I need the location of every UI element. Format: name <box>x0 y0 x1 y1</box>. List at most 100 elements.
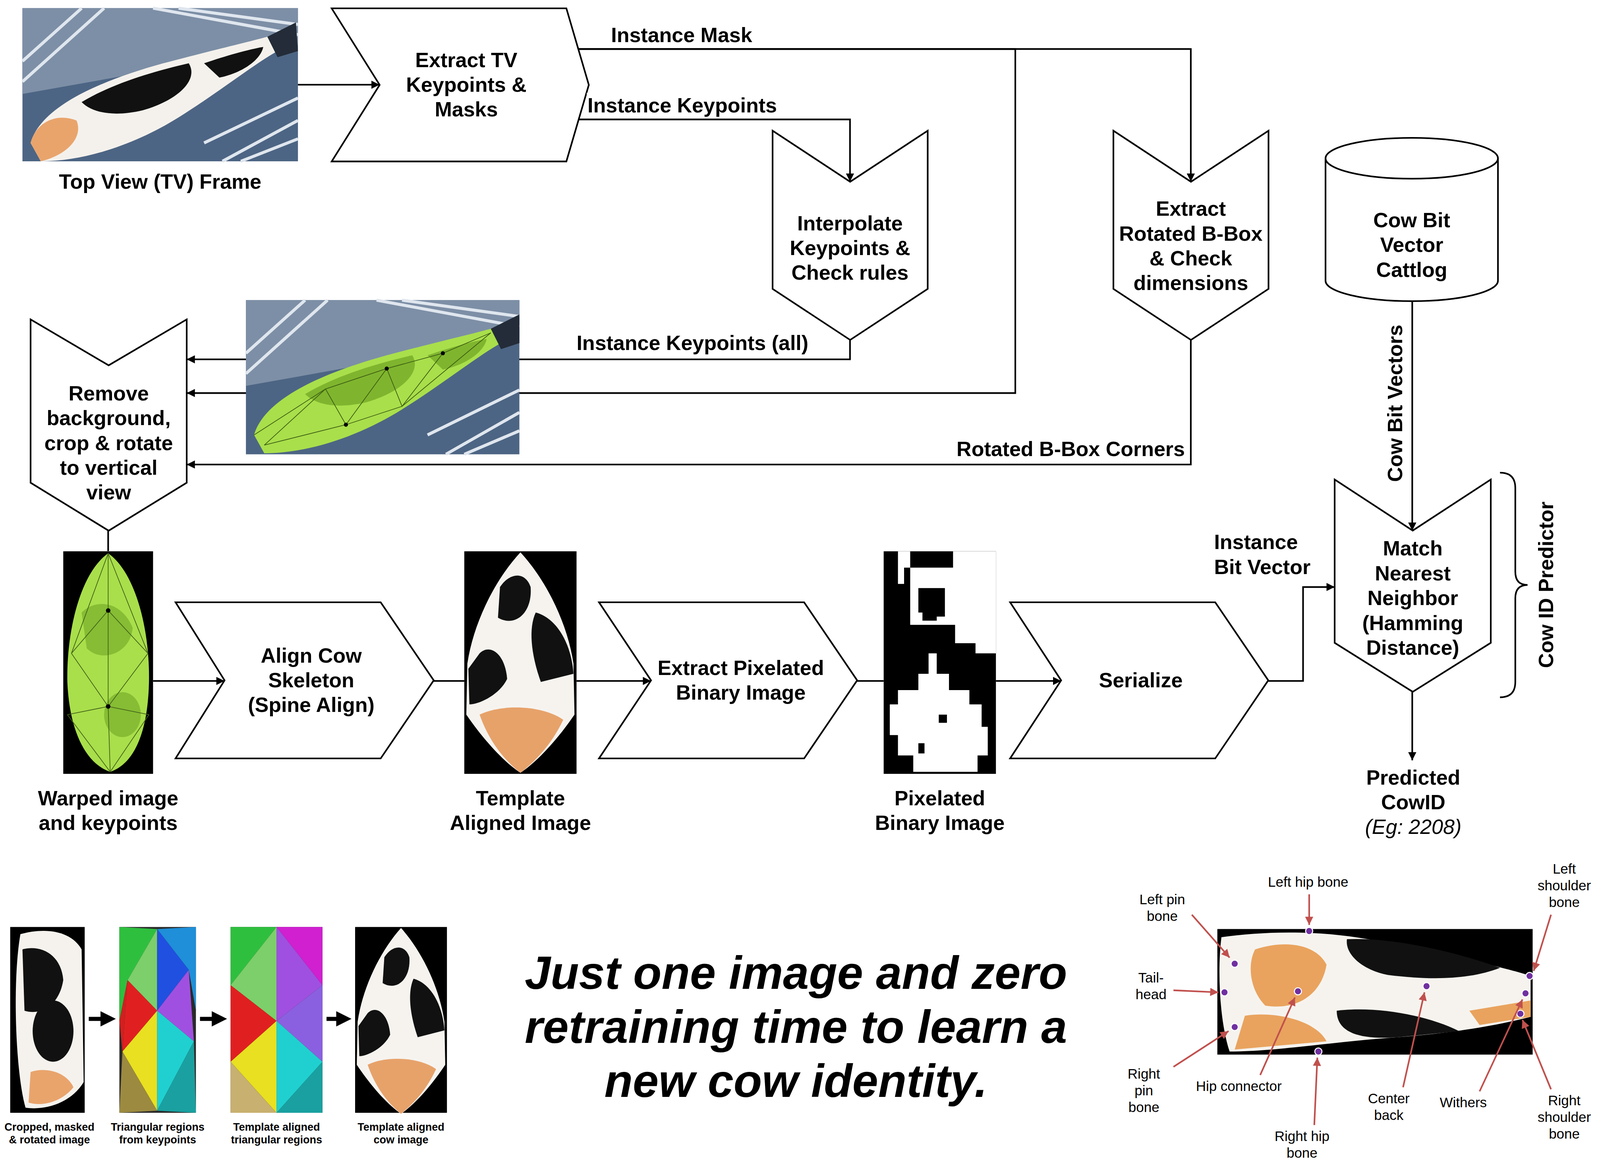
keypoint-cow-image <box>1336 1009 1459 1038</box>
process-chevron-down: Interpolate Keypoints & Check rules <box>772 130 928 341</box>
top-view-photo <box>240 138 298 162</box>
overlay-photo <box>264 332 491 446</box>
triangle-regions-image <box>119 979 128 1052</box>
keypoint-cow-image <box>1230 1023 1239 1031</box>
node-label: Serialize <box>1064 667 1218 693</box>
template-aligned-cow-image <box>355 926 447 1114</box>
chevron-outline <box>175 602 434 759</box>
keypoint-cow-image <box>1221 927 1534 1056</box>
pixelated-binary-image <box>938 714 947 723</box>
keypoint-leader-lines <box>1191 914 1230 958</box>
connector <box>297 83 380 86</box>
template-cow <box>498 575 532 621</box>
connector <box>1411 301 1413 531</box>
process-chevron-down: Remove background, crop & rotate to vert… <box>30 319 187 531</box>
keypoint-label: Left pin bone <box>1134 890 1191 925</box>
node-label: Remove background, crop & rotate to vert… <box>39 380 178 505</box>
cropped-cow-image <box>10 926 86 1113</box>
pixelated-binary-image <box>910 551 996 654</box>
caption-holder: Template aligned cow image <box>351 1120 451 1147</box>
chevron-outline <box>1334 479 1491 692</box>
top-view-photo <box>30 117 79 162</box>
cropped-cow-image <box>15 930 84 1109</box>
image-caption: Pixelated Binary Image <box>863 785 1017 836</box>
keypoint-cow-image <box>1217 927 1534 1056</box>
text-holder: Predicted CowID(Eg: 2208) <box>1341 765 1485 840</box>
template-triangle-regions-image <box>230 1061 277 1113</box>
overlay-photo <box>254 328 502 454</box>
warped-image <box>63 551 153 774</box>
thick-arrow <box>88 1016 109 1021</box>
keypoint-cow-image <box>1526 972 1534 980</box>
text-holder: Remove background, crop & rotate to vert… <box>39 380 178 505</box>
node-label: Align Cow Skeleton (Spine Align) <box>247 643 376 718</box>
template-aligned-cow-image <box>367 1058 437 1114</box>
top-view-photo <box>267 22 298 58</box>
text-holder: Match Nearest Neighbor (Hamming Distance… <box>1358 535 1467 660</box>
template-aligned-image <box>464 551 577 774</box>
overlay-photo <box>254 332 491 446</box>
warped-image <box>81 603 133 656</box>
image-caption: Top View (TV) Frame <box>7 169 314 194</box>
keypoint-label: Withers <box>1427 1093 1500 1111</box>
keypoint-leader-lines <box>1522 1019 1552 1090</box>
template-triangle-regions-image <box>276 1061 323 1113</box>
top-view-photo <box>152 8 298 35</box>
template-triangle-regions-image <box>230 926 323 1113</box>
warped-image <box>67 553 150 772</box>
cylinder-rim <box>1325 158 1498 179</box>
node-label: Match Nearest Neighbor (Hamming Distance… <box>1358 535 1467 660</box>
connector <box>186 48 1016 393</box>
keypoint-cow-image <box>1250 944 1327 1007</box>
triangle-regions-image <box>119 1051 158 1113</box>
shape-outline <box>599 602 858 759</box>
keypoint-cow-image <box>1469 1000 1531 1025</box>
pixelated-binary-image <box>883 551 997 774</box>
warped-image <box>67 714 150 772</box>
overlay-photo <box>440 351 445 356</box>
pixelated-binary-image <box>918 587 945 621</box>
image-node: Warped image and keypoints <box>63 550 153 774</box>
overlay-photo <box>490 314 520 349</box>
overlay-photo <box>384 366 389 371</box>
process-chevron-down: Extract Rotated B-Box & Check dimensions <box>1113 130 1269 341</box>
overlay-photo <box>446 412 520 455</box>
edge-label: Rotated B-Box Corners <box>955 436 1186 462</box>
edge-label: Instance Keypoints (all) <box>575 330 810 356</box>
overlay-photo <box>264 332 491 446</box>
connector <box>576 680 652 682</box>
caption-holder: Template Aligned Image <box>443 785 597 836</box>
caption-holder: Template aligned triangular regions <box>227 1120 327 1147</box>
text-holder: Cow Bit Vector Cattlog <box>1358 207 1465 283</box>
node-label: Predicted CowID <box>1341 765 1485 815</box>
cylinder-body <box>1325 137 1498 302</box>
keypoint-leader-lines <box>1479 999 1523 1092</box>
warped-image <box>106 704 111 709</box>
connector <box>433 680 465 682</box>
connector <box>1268 587 1335 681</box>
template-aligned-cow-image <box>358 1009 391 1057</box>
keypoint-cow-image <box>1230 960 1239 968</box>
top-view-photo <box>178 8 299 25</box>
template-triangle-regions-image <box>230 926 323 1113</box>
keypoint-label: Left hip bone <box>1257 873 1360 891</box>
text-holder: Interpolate Keypoints & Check rules <box>786 210 914 286</box>
overlay-photo <box>245 299 520 455</box>
template-triangle-regions-image <box>230 1020 277 1113</box>
template-cow <box>479 707 564 773</box>
thick-arrow <box>326 1016 344 1021</box>
chevron-outline <box>1010 602 1269 759</box>
shape-outline <box>1334 479 1491 692</box>
connector <box>995 680 1061 682</box>
edge-label: Instance Keypoints <box>586 92 778 118</box>
keypoint-cow-image <box>1521 989 1529 997</box>
keypoint-leader-lines <box>1314 1057 1318 1125</box>
node-label: Extract Pixelated Binary Image <box>655 655 827 706</box>
text-holder: Align Cow Skeleton (Spine Align) <box>247 643 376 718</box>
pixelated-binary-image <box>898 551 911 584</box>
warped-image <box>108 553 111 772</box>
overlay-photo <box>401 299 520 317</box>
pixelated-binary-image <box>918 743 925 754</box>
tagline: Just one image and zero retraining time … <box>510 945 1082 1108</box>
triangle-regions-image <box>119 926 197 1113</box>
